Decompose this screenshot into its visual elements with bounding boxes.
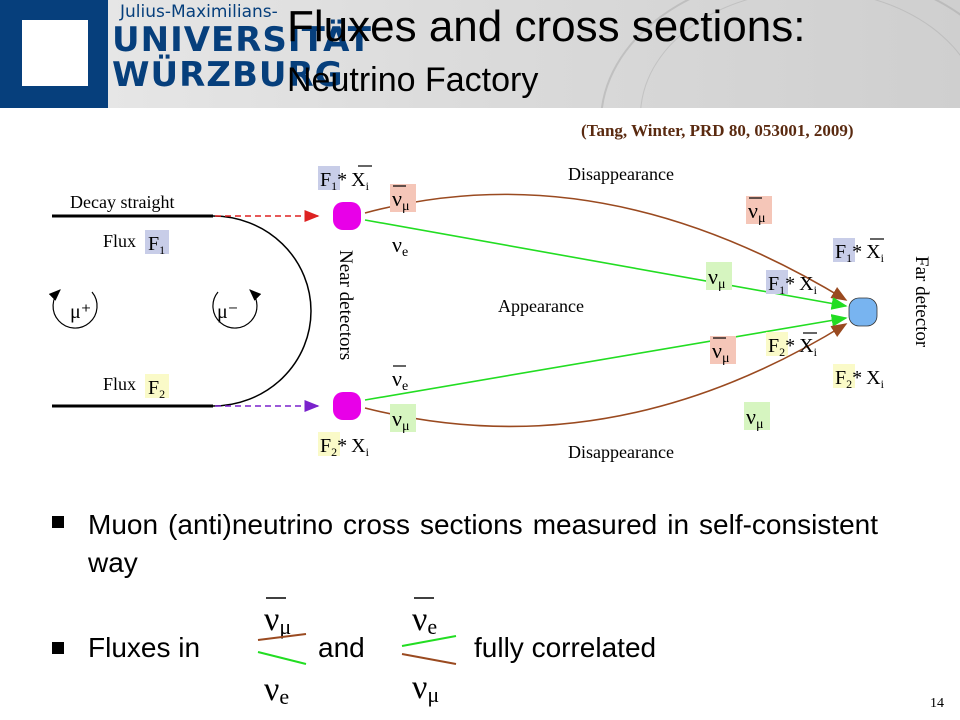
- far-bottom-numu-badge: [744, 402, 770, 430]
- flux2-badge: [145, 374, 169, 398]
- near-bottom-flux-badge: [318, 432, 340, 456]
- flux1-label: Flux: [103, 231, 136, 251]
- university-logo-mark: [0, 0, 108, 108]
- flux2-label: Flux: [103, 374, 136, 394]
- sym1-numubar: νμ: [264, 601, 291, 639]
- bullet-marker: [52, 516, 64, 528]
- slide-header: Julius-Maximilians- UNIVERSITÄT WÜRZBURG…: [0, 0, 960, 108]
- far-label-1: F1*Xi: [835, 241, 885, 265]
- near-detectors-label: Near detectors: [335, 250, 356, 360]
- disappearance-label-bottom: Disappearance: [568, 442, 674, 462]
- bullet-marker: [52, 642, 64, 654]
- far-detector: [848, 297, 878, 327]
- near-top-nue: νe: [392, 232, 408, 260]
- neutrino-factory-diagram: Decay straight Flux F1 Flux F2 μ⁺ μ⁻ Nea…: [48, 164, 932, 462]
- appearance-label: Appearance: [498, 296, 584, 316]
- decay-straight-label: Decay straight: [70, 192, 174, 212]
- far-label-2: F1*Xi: [768, 273, 818, 297]
- bullet-text-part3: fully correlated: [474, 632, 657, 663]
- flux1-badge: [145, 230, 169, 254]
- disappearance-path-top: [364, 193, 848, 301]
- near-top-numubar: νμ: [392, 186, 409, 214]
- far-bottom-numu: νμ: [746, 404, 763, 432]
- near-detector-bottom: [333, 392, 361, 420]
- sym2-brown-line: [401, 653, 457, 665]
- near-top-numubar-badge: [390, 184, 416, 212]
- far-label-4: F2*Xi: [835, 367, 885, 391]
- far-top-numubar: νμ: [748, 198, 765, 226]
- near-bottom-nuebar: νe: [392, 366, 408, 394]
- logo-line-2: UNIVERSITÄT: [112, 20, 372, 60]
- far-label-2-badge: [766, 270, 788, 294]
- flux1-symbol: F1: [148, 233, 165, 257]
- appearance-path-bottom: [364, 314, 848, 401]
- sym2-green-line: [401, 635, 457, 647]
- page-number: 14: [930, 696, 944, 711]
- storage-ring-arc: [212, 215, 312, 407]
- far-app-numu: νμ: [708, 264, 725, 292]
- near-detector-top: [333, 202, 361, 230]
- sym2-numu: νμ: [412, 669, 439, 707]
- appearance-path-top: [364, 219, 848, 310]
- bullet-text: Muon (anti)neutrino cross sections measu…: [88, 509, 878, 578]
- far-label-1-badge: [833, 238, 855, 262]
- near-bottom-flux-xsec: F2*Xi: [320, 435, 370, 459]
- citation: (Tang, Winter, PRD 80, 053001, 2009): [581, 121, 854, 140]
- sym1-green-line: [257, 651, 307, 665]
- logo-inner-square: [22, 20, 88, 86]
- near-top-flux-badge: [318, 166, 340, 190]
- far-app-numu-badge: [706, 262, 732, 290]
- sym1-brown-line: [257, 633, 307, 641]
- logo-line-3: WÜRZBURG: [112, 55, 344, 95]
- disappearance-label-top: Disappearance: [568, 164, 674, 184]
- near-top-flux-xsec: F1*Xi: [320, 169, 370, 193]
- slide-subtitle: Neutrino Factory: [287, 61, 539, 99]
- sym2-nuebar: νe: [412, 601, 437, 639]
- far-label-3-badge: [766, 332, 788, 356]
- far-top-numubar-badge: [746, 196, 772, 224]
- disappearance-path-bottom: [364, 323, 848, 428]
- sym1-nue: νe: [264, 671, 289, 709]
- bullet-text-part2: and: [318, 632, 365, 663]
- correlation-symbols: νμ νe νe νμ: [257, 597, 457, 709]
- mu-minus-arrow: [212, 289, 262, 329]
- far-label-4-badge: [833, 364, 855, 388]
- mu-plus-arrow: [48, 289, 98, 329]
- near-bottom-numu-badge: [390, 404, 416, 432]
- mu-minus-label: μ⁻: [217, 301, 238, 323]
- far-label-3: F2*Xi: [768, 335, 818, 359]
- near-bottom-numu: νμ: [392, 406, 409, 434]
- logo-line-1: Julius-Maximilians-: [120, 2, 278, 22]
- far-app-numubar-badge: [710, 336, 736, 364]
- flux2-symbol: F2: [148, 377, 165, 401]
- far-app-numubar: νμ: [712, 338, 729, 366]
- far-detector-label: Far detector: [911, 256, 932, 348]
- bullet-text-part1: Fluxes in: [88, 632, 201, 663]
- slide-title: Fluxes and cross sections:: [287, 2, 806, 51]
- mu-plus-label: μ⁺: [70, 301, 91, 323]
